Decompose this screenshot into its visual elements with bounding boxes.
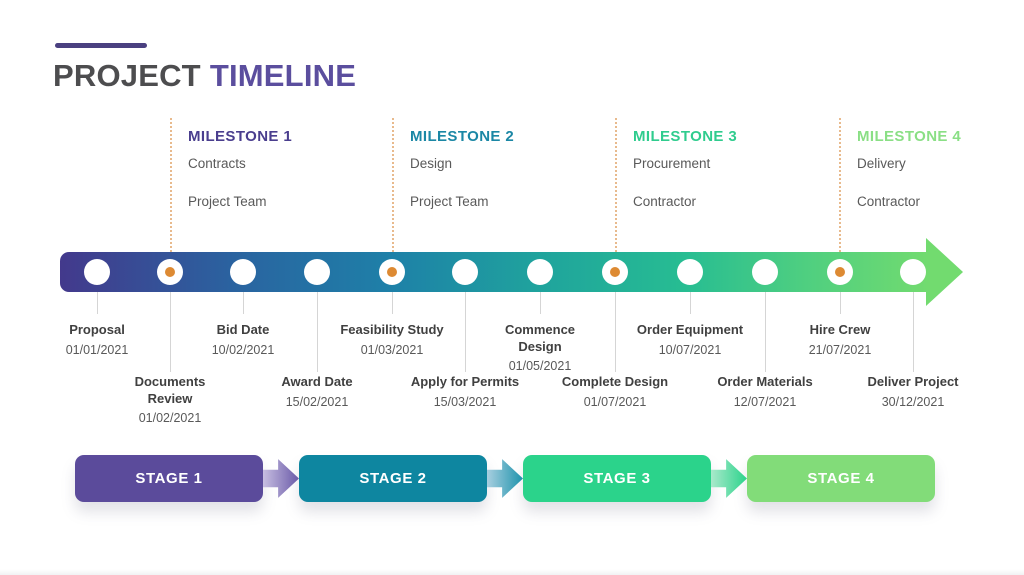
event-name: Hire Crew xyxy=(809,322,871,337)
timeline-marker-milestone xyxy=(379,259,405,285)
event-label: Feasibility Study 01/03/2021 xyxy=(334,322,450,357)
event-connector-line xyxy=(615,292,616,372)
event-name: Award Date xyxy=(281,374,353,389)
event-date: 01/05/2021 xyxy=(508,359,572,374)
timeline-marker xyxy=(900,259,926,285)
milestone-1-dotted-line xyxy=(170,118,172,260)
stages-row: STAGE 1 STAGE 2 STAGE 3 STAGE 4 xyxy=(75,455,935,502)
event-name: Order Materials xyxy=(717,374,813,389)
timeline-marker-milestone xyxy=(827,259,853,285)
event-connector-line xyxy=(392,292,393,314)
event-date: 01/01/2021 xyxy=(65,342,129,357)
event-date: 12/07/2021 xyxy=(733,394,797,409)
event-date: 15/03/2021 xyxy=(433,394,497,409)
milestone-dot-icon xyxy=(835,267,845,277)
event-date: 30/12/2021 xyxy=(881,394,945,409)
milestone-3-owner: Contractor xyxy=(633,194,697,209)
page-title-primary: PROJECT xyxy=(53,58,201,93)
milestone-dot-icon xyxy=(387,267,397,277)
milestone-4-item: Delivery xyxy=(857,156,906,171)
milestone-2-title: MILESTONE 2 xyxy=(410,128,515,145)
event-label: Commence Design 01/05/2021 xyxy=(482,322,598,373)
event-label: Documents Review 01/02/2021 xyxy=(112,374,228,425)
milestone-1-block: MILESTONE 1 Contracts Project Team xyxy=(188,128,393,209)
milestone-2-owner: Project Team xyxy=(410,194,489,209)
event-label: Order Materials 12/07/2021 xyxy=(707,374,823,409)
event-name: Commence Design xyxy=(504,322,576,354)
timeline-marker xyxy=(677,259,703,285)
milestone-1-item: Contracts xyxy=(188,156,246,171)
event-label: Award Date 15/02/2021 xyxy=(259,374,375,409)
event-label: Deliver Project 30/12/2021 xyxy=(855,374,971,409)
timeline-marker-milestone xyxy=(602,259,628,285)
event-connector-line xyxy=(243,292,244,314)
milestone-3-title: MILESTONE 3 xyxy=(633,128,738,145)
stage-arrow-icon xyxy=(711,459,747,498)
event-label: Proposal 01/01/2021 xyxy=(39,322,155,357)
event-name: Complete Design xyxy=(561,374,669,389)
timeline-marker xyxy=(752,259,778,285)
event-connector-line xyxy=(317,292,318,372)
stage-4-chip: STAGE 4 xyxy=(747,455,935,502)
event-connector-line xyxy=(97,292,98,314)
timeline-marker xyxy=(452,259,478,285)
milestone-4-block: MILESTONE 4 Delivery Contractor xyxy=(857,128,1024,209)
milestone-dot-icon xyxy=(610,267,620,277)
event-label: Complete Design 01/07/2021 xyxy=(557,374,673,409)
timeline-marker xyxy=(230,259,256,285)
milestone-4-title: MILESTONE 4 xyxy=(857,128,962,145)
timeline-arrowhead-icon xyxy=(926,238,963,306)
milestone-1-title: MILESTONE 1 xyxy=(188,128,293,145)
event-name: Proposal xyxy=(69,322,125,337)
milestone-4-owner: Contractor xyxy=(857,194,921,209)
milestone-4-dotted-line xyxy=(839,118,841,260)
timeline-marker-milestone xyxy=(157,259,183,285)
milestone-3-dotted-line xyxy=(615,118,617,260)
event-label: Hire Crew 21/07/2021 xyxy=(782,322,898,357)
timeline-marker xyxy=(527,259,553,285)
slide-bottom-shadow xyxy=(0,569,1024,575)
milestone-2-dotted-line xyxy=(392,118,394,260)
event-connector-line xyxy=(170,292,171,372)
event-label: Apply for Permits 15/03/2021 xyxy=(407,374,523,409)
stage-3-chip: STAGE 3 xyxy=(523,455,711,502)
event-name: Documents Review xyxy=(134,374,206,406)
timeline-marker xyxy=(84,259,110,285)
stage-2-chip: STAGE 2 xyxy=(299,455,487,502)
milestone-3-block: MILESTONE 3 Procurement Contractor xyxy=(633,128,838,209)
stage-arrow-icon xyxy=(263,459,299,498)
event-date: 10/02/2021 xyxy=(211,342,275,357)
milestone-3-item: Procurement xyxy=(633,156,711,171)
milestone-dot-icon xyxy=(165,267,175,277)
stage-1-chip: STAGE 1 xyxy=(75,455,263,502)
milestone-2-item: Design xyxy=(410,156,453,171)
event-label: Bid Date 10/02/2021 xyxy=(185,322,301,357)
event-connector-line xyxy=(840,292,841,314)
event-name: Deliver Project xyxy=(867,374,959,389)
event-date: 01/03/2021 xyxy=(360,342,424,357)
event-date: 01/02/2021 xyxy=(138,411,202,426)
page-title-accent: TIMELINE xyxy=(209,58,357,93)
milestone-1-owner: Project Team xyxy=(188,194,267,209)
event-connector-line xyxy=(765,292,766,372)
event-name: Apply for Permits xyxy=(410,374,520,389)
event-date: 21/07/2021 xyxy=(808,342,872,357)
event-label: Order Equipment 10/07/2021 xyxy=(632,322,748,357)
event-connector-line xyxy=(465,292,466,372)
stage-arrow-icon xyxy=(487,459,523,498)
event-date: 15/02/2021 xyxy=(285,394,349,409)
event-name: Order Equipment xyxy=(636,322,744,337)
event-connector-line xyxy=(540,292,541,314)
timeline-marker xyxy=(304,259,330,285)
event-connector-line xyxy=(913,292,914,372)
event-name: Feasibility Study xyxy=(340,322,444,337)
event-date: 10/07/2021 xyxy=(658,342,722,357)
timeline-bar xyxy=(60,252,928,292)
event-connector-line xyxy=(690,292,691,314)
event-name: Bid Date xyxy=(216,322,270,337)
event-date: 01/07/2021 xyxy=(583,394,647,409)
milestone-2-block: MILESTONE 2 Design Project Team xyxy=(410,128,615,209)
title-accent-line xyxy=(55,43,147,48)
